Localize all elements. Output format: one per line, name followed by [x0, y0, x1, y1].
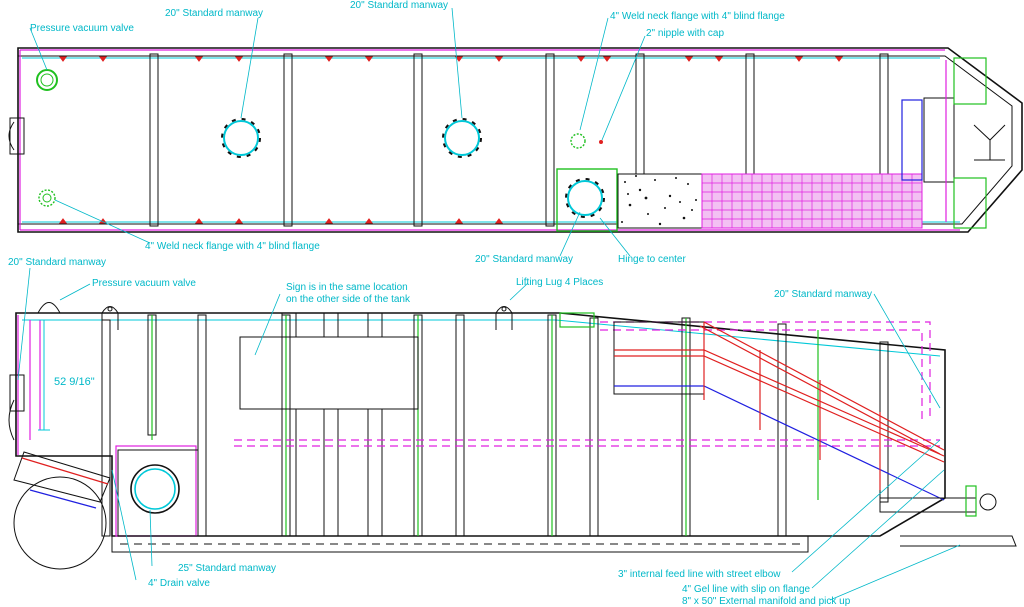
- weld-neck-flange-top: [570, 133, 586, 149]
- top-view-outline: [17, 47, 1023, 233]
- label-hinge-to-center: Hinge to center: [618, 254, 686, 265]
- weld-neck-flange-bottom: [38, 189, 56, 207]
- label-dimension: 52 9/16": [54, 376, 95, 388]
- label-internal-feed-line: 3" internal feed line with street elbow: [618, 569, 781, 580]
- external-manifold: [879, 485, 1017, 547]
- side-ribs: [101, 314, 889, 537]
- left-hatch: [8, 117, 25, 155]
- label-pressure-vacuum-valve-top: Pressure vacuum valve: [30, 23, 134, 34]
- manway-top-3: [556, 168, 618, 232]
- annotations: Pressure vacuum valve 20" Standard manwa…: [8, 0, 872, 607]
- label-weld-neck-flange-top: 4" Weld neck flange with 4" blind flange: [610, 11, 785, 22]
- label-gel-line: 4" Gel line with slip on flange: [682, 584, 811, 595]
- manway-top-2: [442, 118, 482, 158]
- label-manway-25: 25" Standard manway: [178, 563, 276, 574]
- magenta-pipes: [234, 321, 940, 447]
- label-manway-20-b: 20" Standard manway: [350, 0, 448, 11]
- nipple-with-cap: [599, 140, 603, 144]
- top-view: [8, 47, 1023, 233]
- side-view-outline: [15, 312, 946, 537]
- stairs: [613, 321, 945, 501]
- label-sign-note-line2: on the other side of the tank: [286, 294, 411, 305]
- drain-valve-assembly: [13, 451, 111, 570]
- sign-panel: [239, 312, 419, 537]
- label-weld-neck-flange-bottom: 4" Weld neck flange with 4" blind flange: [145, 241, 320, 252]
- magenta-hatch-zone: [701, 173, 923, 229]
- left-manway-side: [8, 320, 41, 441]
- label-nipple-with-cap: 2" nipple with cap: [646, 28, 724, 39]
- label-sign-note-line1: Sign is in the same location: [286, 282, 408, 293]
- label-external-manifold: 8" x 50" External manifold and pick up: [682, 596, 851, 607]
- dimension-line: [38, 319, 50, 431]
- label-pressure-vacuum-valve-side: Pressure vacuum valve: [92, 278, 196, 289]
- speckle-zone: [617, 173, 703, 229]
- lifting-lugs: [101, 306, 513, 330]
- pressure-vacuum-valve-top: [36, 69, 58, 91]
- nose-manifold: [901, 57, 1006, 229]
- skid-frame: [111, 535, 809, 553]
- label-manway-20-c: 20" Standard manway: [475, 254, 573, 265]
- label-manway-20-left: 20" Standard manway: [8, 257, 106, 268]
- label-drain-valve: 4" Drain valve: [148, 578, 210, 589]
- manway-top-1: [221, 118, 261, 158]
- label-manway-20-right: 20" Standard manway: [774, 289, 872, 300]
- label-lifting-lug: Lifting Lug 4 Places: [516, 277, 603, 288]
- manway-25-side: [115, 445, 199, 537]
- leader-lines: [17, 7, 961, 601]
- green-ribs: [151, 315, 819, 536]
- pressure-vacuum-valve-side: [37, 302, 61, 314]
- label-manway-20-a: 20" Standard manway: [165, 8, 263, 19]
- side-view: [8, 302, 1017, 570]
- top-manway-side: [559, 312, 595, 328]
